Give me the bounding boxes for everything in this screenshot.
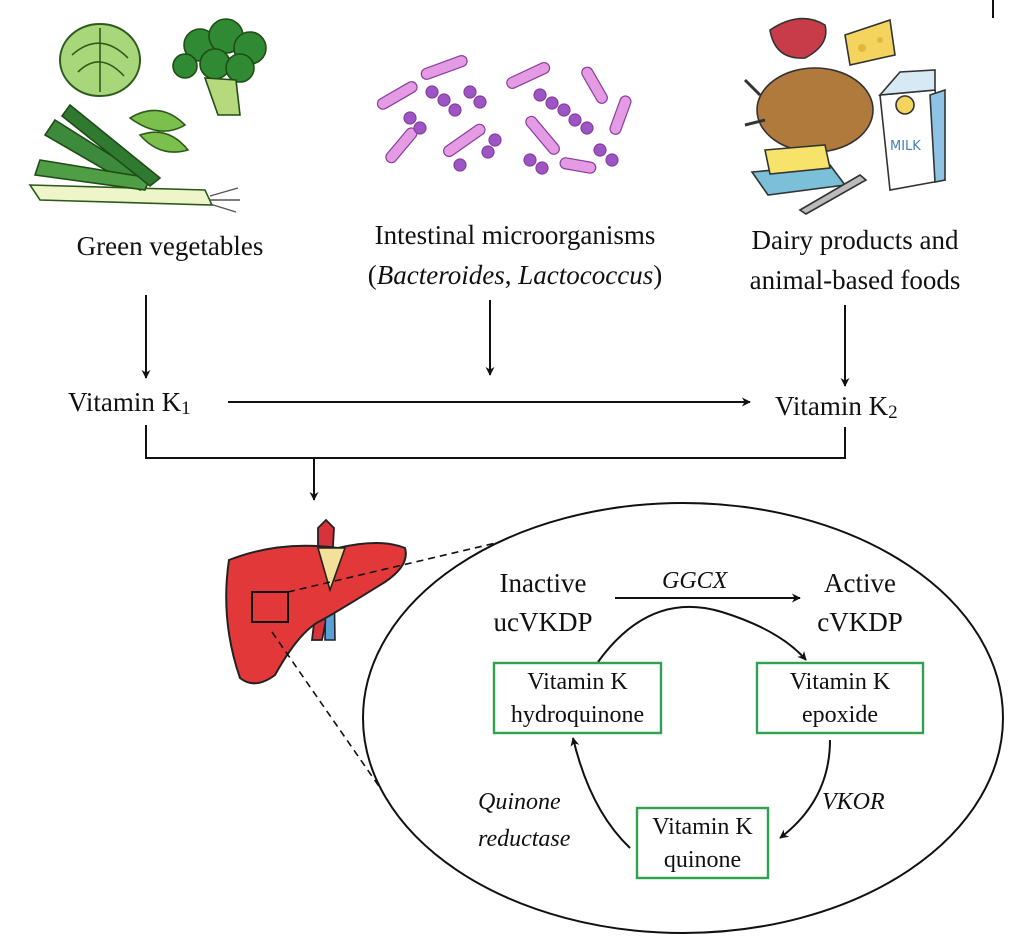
- hydroquinone-line2: hydroquinone: [510, 702, 645, 728]
- label-enzyme-reductase: reductase: [478, 826, 571, 852]
- arrow-vkor: [779, 739, 831, 839]
- label-enzyme-vkor: VKOR: [822, 789, 885, 815]
- epoxide-line1: Vitamin K: [789, 669, 891, 695]
- genus-bacteroides: Bacteroides: [376, 260, 505, 290]
- bracket-merge: [145, 425, 846, 459]
- arrow-quinone-reductase: [570, 737, 631, 849]
- label-enzyme-ggcx: GGCX: [662, 568, 728, 594]
- label-dairy-line2: animal-based foods: [749, 265, 961, 295]
- zoom-line-top: [287, 541, 501, 593]
- dairy-meat-illustration: MILK: [743, 17, 946, 215]
- label-active: Active: [824, 568, 896, 598]
- label-vitamin-k2: Vitamin K2: [775, 391, 898, 423]
- liver-icon: [225, 518, 407, 685]
- label-ucvkdp: ucVKDP: [493, 607, 593, 637]
- vegetables-illustration: [28, 18, 267, 213]
- liver-zoom-box: [251, 591, 289, 623]
- quinone-line2: quinone: [663, 847, 742, 873]
- label-dairy-line1: Dairy products and: [751, 225, 959, 255]
- label-inactive: Inactive: [499, 568, 587, 598]
- milk-carton-label: MILK: [890, 139, 921, 154]
- label-microorganisms-line2: (Bacteroides, Lactococcus): [367, 260, 663, 290]
- label-vitamin-k1: Vitamin K1: [68, 387, 191, 419]
- cell-ellipse: [362, 502, 1004, 934]
- bacteria-illustration: [376, 55, 632, 175]
- hydroquinone-box: [492, 661, 663, 735]
- arrow-hydroquinone-to-epoxide: [597, 605, 807, 663]
- label-microorganisms-line1: Intestinal microorganisms: [374, 220, 656, 250]
- zoom-line-bottom: [271, 631, 386, 796]
- quinone-box: [635, 806, 770, 880]
- epoxide-line2: epoxide: [802, 702, 878, 728]
- quinone-line1: Vitamin K: [652, 814, 753, 840]
- epoxide-box: [755, 661, 925, 735]
- label-enzyme-quinone: Quinone: [478, 789, 561, 815]
- label-green-vegetables: Green vegetables: [76, 231, 264, 261]
- label-cvkdp: cVKDP: [817, 607, 903, 637]
- genus-lactococcus: Lactococcus: [518, 260, 654, 290]
- hydroquinone-line1: Vitamin K: [527, 669, 628, 695]
